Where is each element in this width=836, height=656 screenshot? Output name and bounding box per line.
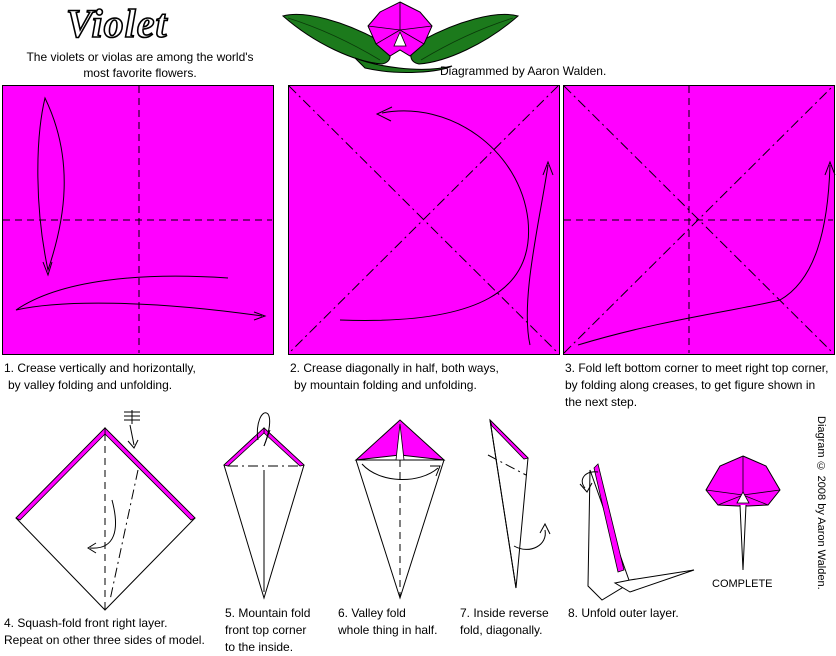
step-3-caption: 3. Fold left bottom corner to meet right… — [565, 360, 828, 411]
step-3-caption-line-2: by folding along creases, to get figure … — [565, 378, 816, 392]
subtitle-line-2: most favorite flowers. — [83, 66, 197, 80]
step-2-arrow-up — [526, 164, 549, 346]
step-7-figure — [487, 418, 551, 589]
step-7-caption-line-1: 7. Inside reverse — [460, 606, 549, 620]
step-4-caption: 4. Squash-fold front right layer. Repeat… — [4, 615, 205, 649]
step-5-caption-line-3: to the inside. — [225, 640, 294, 654]
step-5-caption-line-1: 5. Mountain fold — [225, 606, 311, 620]
step-4-figure — [15, 410, 196, 611]
step-3-diagonal-crease-b — [563, 85, 834, 354]
step-1-caption-line-2: by valley folding and unfolding. — [8, 378, 173, 392]
step-6-caption-line-1: 6. Valley fold — [338, 606, 406, 620]
step-1-caption-line-1: 1. Crease vertically and horizontally, — [4, 361, 196, 375]
leaf-bottom-icon — [354, 57, 453, 73]
step-4-caption-line-2: Repeat on other three sides of model. — [4, 633, 205, 647]
step-3-caption-line-1: 3. Fold left bottom corner to meet right… — [565, 361, 829, 375]
step-1-valley-arrow-down — [37, 96, 65, 272]
diagram-credit: Diagrammed by Aaron Walden. — [440, 64, 607, 78]
step-3-fold-arrow — [577, 164, 831, 346]
step-5-caption-line-2: front top corner — [225, 623, 307, 637]
step-3-caption-line-3: the next step. — [565, 395, 638, 409]
step-5-caption: 5. Mountain fold front top corner to the… — [225, 605, 310, 656]
step-2-caption: 2. Crease diagonally in half, both ways,… — [290, 360, 499, 394]
complete-label: COMPLETE — [712, 578, 773, 590]
page-title: Violet — [65, 1, 168, 47]
step-2-diagonal-crease-b — [288, 85, 559, 354]
step-2-caption-line-1: 2. Crease diagonally in half, both ways, — [290, 361, 499, 375]
copyright-note: Diagram © 2008 by Aaron Walden. — [815, 416, 827, 590]
step-2-arrow-left-up — [339, 110, 530, 321]
step-8-figure — [579, 463, 695, 601]
complete-violet-icon — [705, 455, 781, 571]
step-6-figure — [354, 419, 446, 600]
step-8-caption-line-1: 8. Unfold outer layer. — [568, 606, 679, 620]
step-7-caption: 7. Inside reverse fold, diagonally. — [460, 605, 549, 639]
step-1-caption: 1. Crease vertically and horizontally, b… — [4, 360, 196, 394]
step-8-caption: 8. Unfold outer layer. — [568, 605, 679, 622]
header-flower-icon — [367, 1, 433, 57]
step-7-caption-line-2: fold, diagonally. — [460, 623, 543, 637]
subtitle: The violets or violas are among the worl… — [2, 49, 278, 81]
step-6-caption-line-2: whole thing in half. — [338, 623, 438, 637]
step-2-caption-line-2: by mountain folding and unfolding. — [294, 378, 477, 392]
step-1-valley-arrow-right — [15, 275, 263, 317]
step-6-caption: 6. Valley fold whole thing in half. — [338, 605, 437, 639]
step-4-caption-line-1: 4. Squash-fold front right layer. — [4, 616, 168, 630]
subtitle-line-1: The violets or violas are among the worl… — [26, 50, 254, 64]
step-5-figure — [223, 412, 305, 600]
